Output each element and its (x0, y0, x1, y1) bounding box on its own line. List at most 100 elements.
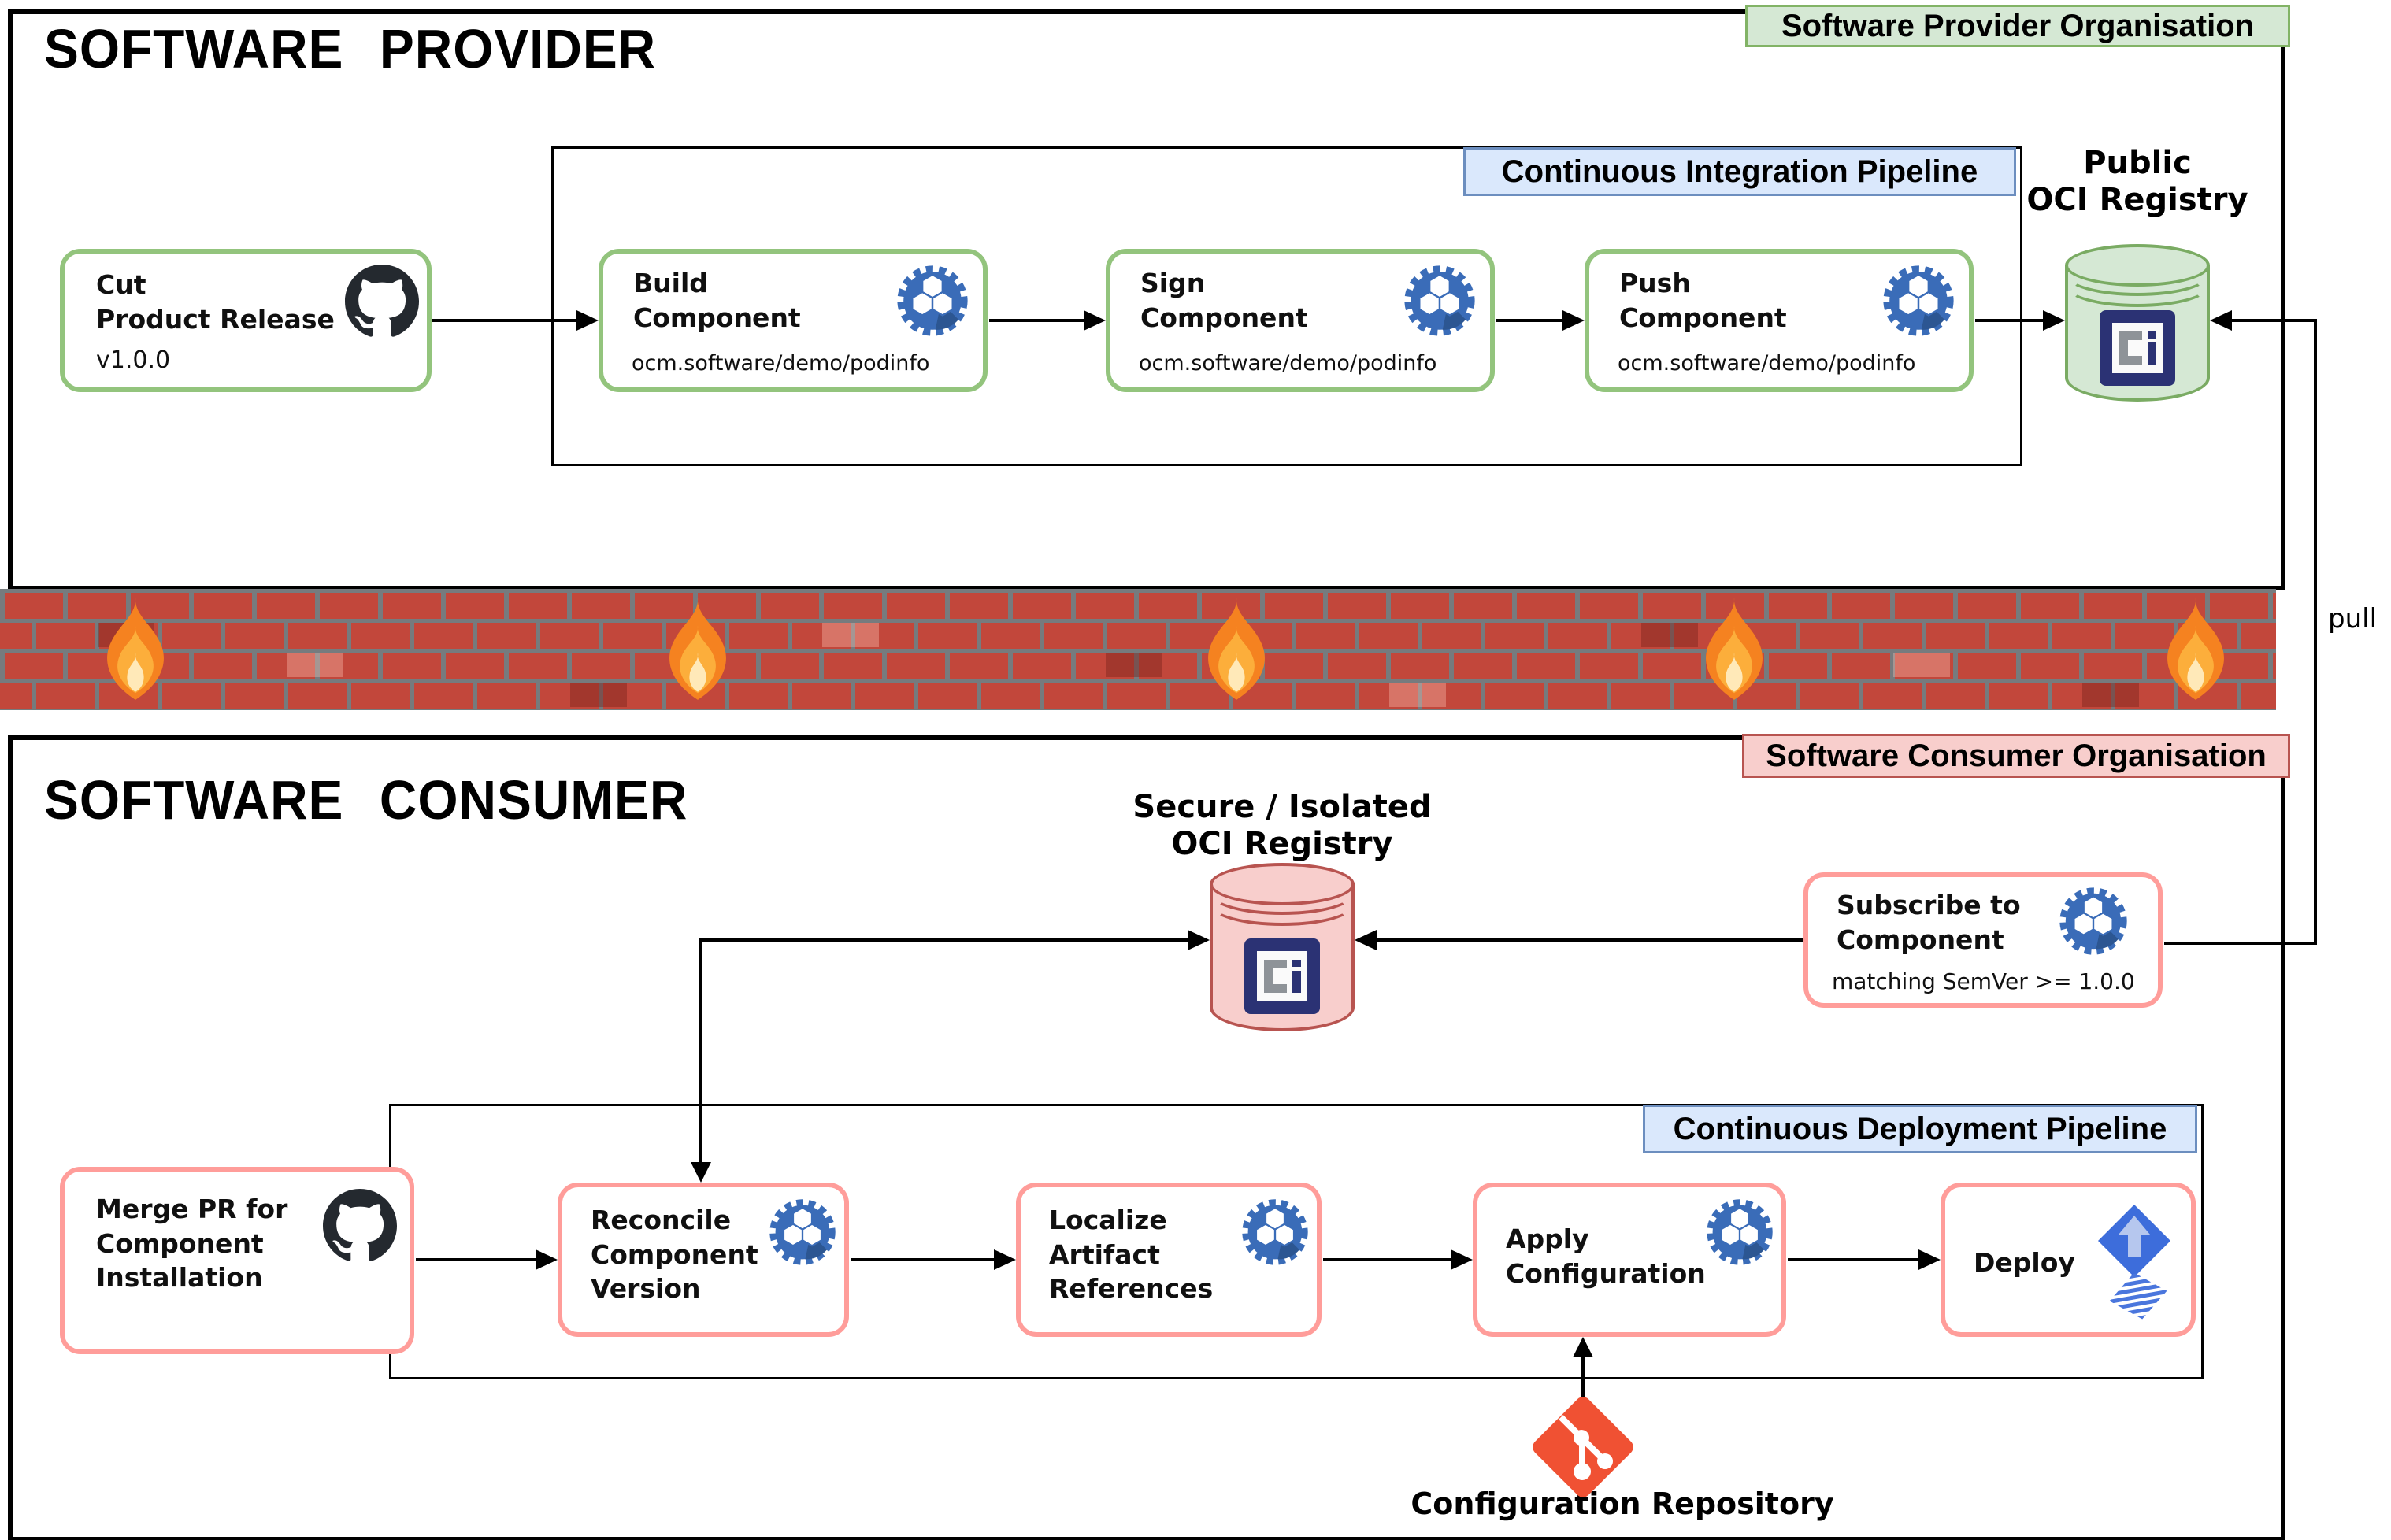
node-subscribe-to-component: Subscribe to Component matching SemVer >… (1803, 872, 2163, 1008)
secure-oci-registry-label: Secure / Isolated OCI Registry (1132, 789, 1432, 863)
flow-arrowhead (1918, 1249, 1941, 1270)
ci-pipeline-label: Continuous Integration Pipeline (1463, 147, 2016, 196)
ocm-icon (2059, 887, 2128, 956)
public-oci-registry-label: Public OCI Registry (2026, 145, 2248, 219)
pull-line (2164, 942, 2317, 945)
git-icon (1529, 1394, 1637, 1501)
node-title: Localize Artifact References (1049, 1205, 1214, 1305)
brick-accent (1389, 683, 1446, 707)
cylinder-rim (1210, 883, 1355, 926)
node-title: Cut Product Release (96, 269, 335, 335)
consumer-org-badge: Software Consumer Organisation (1742, 734, 2290, 778)
flow-arrowhead (536, 1249, 558, 1270)
secure-oci-registry-cylinder (1210, 863, 1355, 1031)
public-oci-registry-cylinder (2065, 244, 2210, 402)
node-title: Push Component (1619, 268, 1787, 333)
node-title: Build Component (633, 268, 801, 333)
node-component-path: ocm.software/demo/podinfo (1618, 351, 1916, 376)
node-apply-configuration: Apply Configuration (1473, 1183, 1786, 1337)
brick-accent (1106, 653, 1162, 677)
ocm-icon (1241, 1198, 1309, 1266)
flow-arrowhead (1451, 1249, 1473, 1270)
brick-accent (570, 683, 627, 707)
ocm-icon (1882, 265, 1955, 337)
cd-pipeline-label: Continuous Deployment Pipeline (1643, 1105, 2197, 1153)
flow-line (851, 1258, 994, 1261)
oci-logo-i (2147, 331, 2156, 365)
node-version: v1.0.0 (96, 346, 171, 374)
github-icon (345, 265, 419, 337)
flow-arrowhead (576, 310, 599, 331)
provider-section-title: SOFTWARE PROVIDER (44, 18, 657, 80)
flame-icon (1706, 597, 1763, 700)
flow-line (1788, 1258, 1918, 1261)
oci-logo-c (1263, 960, 1287, 993)
ocm-icon (1403, 265, 1476, 337)
provider-org-badge: Software Provider Organisation (1745, 5, 2290, 47)
node-component-path: ocm.software/demo/podinfo (632, 351, 930, 376)
flow-line (1377, 938, 1803, 942)
flame-icon (669, 597, 726, 700)
brick-accent (287, 653, 343, 677)
flux-icon (2098, 1205, 2171, 1323)
node-reconcile-component-version: Reconcile Component Version (558, 1183, 849, 1337)
flow-arrowhead (994, 1249, 1016, 1270)
oci-logo-inner (2112, 323, 2163, 373)
flame-icon (1208, 597, 1265, 700)
flow-line (699, 938, 702, 1164)
flow-line (989, 319, 1084, 322)
flow-arrowhead (1188, 930, 1210, 950)
pull-line (2314, 319, 2317, 945)
node-semver-match: matching SemVer >= 1.0.0 (1832, 968, 2135, 994)
pull-label: pull (2328, 603, 2378, 635)
node-title: Deploy (1974, 1247, 2075, 1278)
oci-registry-logo (2100, 310, 2175, 386)
node-title: Merge PR for Component Installation (96, 1194, 288, 1294)
brick-accent (822, 623, 879, 647)
node-localize-artifact-references: Localize Artifact References (1016, 1183, 1322, 1337)
node-title: Sign Component (1140, 268, 1308, 333)
oci-registry-logo (1244, 938, 1320, 1014)
flow-line (1496, 319, 1562, 322)
brick-accent (2082, 683, 2139, 707)
flame-icon (107, 597, 164, 700)
flow-line (1581, 1356, 1585, 1397)
flow-arrowhead (691, 1162, 711, 1183)
pull-line (2232, 319, 2317, 322)
brick-accent (1893, 653, 1950, 677)
flow-arrowhead (1573, 1337, 1593, 1357)
oci-logo-inner (1257, 951, 1307, 1001)
ci-pipeline-container (551, 146, 2022, 466)
flow-line (416, 1258, 536, 1261)
node-deploy: Deploy (1941, 1183, 2196, 1337)
flow-arrowhead (1084, 310, 1106, 331)
node-merge-pr: Merge PR for Component Installation (60, 1167, 414, 1354)
node-component-path: ocm.software/demo/podinfo (1139, 351, 1437, 376)
ocm-icon (896, 265, 969, 337)
ocm-icon (769, 1198, 836, 1266)
node-push-component: Push Component ocm.software/demo/podinfo (1585, 249, 1974, 392)
flow-line (701, 938, 1189, 942)
oci-logo-i (1292, 960, 1301, 993)
ocm-icon (1706, 1198, 1774, 1266)
pull-arrowhead (2210, 310, 2232, 331)
node-cut-product-release: Cut Product Release v1.0.0 (60, 249, 432, 392)
node-title: Subscribe to Component (1837, 890, 2021, 955)
flow-line (432, 319, 578, 322)
flow-line (1323, 1258, 1451, 1261)
node-build-component: Build Component ocm.software/demo/podinf… (599, 249, 988, 392)
node-title: Apply Configuration (1506, 1223, 1706, 1289)
cylinder-rim (2065, 265, 2210, 307)
oci-logo-c (2119, 331, 2142, 365)
flow-arrowhead (2043, 310, 2065, 331)
node-sign-component: Sign Component ocm.software/demo/podinfo (1106, 249, 1495, 392)
brick-accent (1641, 623, 1698, 647)
flame-icon (2167, 597, 2224, 700)
firewall-brick-wall (0, 589, 2276, 710)
flow-line (1975, 319, 2043, 322)
consumer-section-title: SOFTWARE CONSUMER (44, 769, 688, 831)
configuration-repository-label: Configuration Repository (1411, 1486, 1834, 1521)
flow-arrowhead (1562, 310, 1585, 331)
node-title: Reconcile Component Version (591, 1205, 758, 1305)
